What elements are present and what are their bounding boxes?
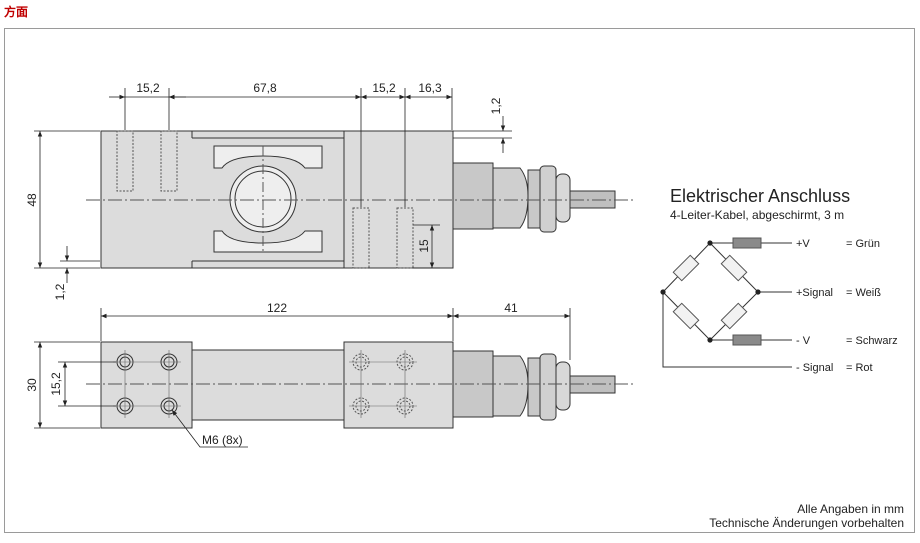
footer-units: Alle Angaben in mm xyxy=(797,502,904,516)
footer-disclaimer: Technische Änderungen vorbehalten xyxy=(709,516,904,530)
resistor-plus-v xyxy=(732,237,762,249)
dim-67-8: 67,8 xyxy=(253,81,277,95)
side-view xyxy=(86,130,636,269)
dim-15-side: 15 xyxy=(417,239,431,253)
gland-nut xyxy=(539,165,557,233)
dim-16-3: 16,3 xyxy=(418,81,442,95)
wire-color-4: = Rot xyxy=(846,362,873,374)
wire-signal-2: +Signal xyxy=(796,287,833,299)
wire-color-3: = Schwarz xyxy=(846,335,898,347)
wire-signal-4: - Signal xyxy=(796,362,833,374)
bridge-nodes xyxy=(660,240,761,343)
wire-color-2: = Weiß xyxy=(846,287,881,299)
wire-signal-1: +V xyxy=(796,238,810,250)
connection-subtitle: 4-Leiter-Kabel, abgeschirmt, 3 m xyxy=(670,208,844,222)
plan-view xyxy=(86,341,636,429)
dim-1-2-bottom: 1,2 xyxy=(53,283,67,300)
drawing-frame xyxy=(4,28,915,533)
page-title: 方面 xyxy=(4,5,29,19)
bridge-schematic xyxy=(662,237,792,368)
wire-signal-3: - V xyxy=(796,335,811,347)
dim-122: 122 xyxy=(267,301,287,315)
thread-label: M6 (8x) xyxy=(202,433,243,447)
wire-color-1: = Grün xyxy=(846,238,880,250)
dim-41: 41 xyxy=(504,301,518,315)
dim-48: 48 xyxy=(25,193,39,207)
dim-30: 30 xyxy=(25,378,39,392)
dim-1-2-top: 1,2 xyxy=(489,97,503,114)
side-dimensions xyxy=(34,88,512,283)
connection-title: Elektrischer Anschluss xyxy=(670,186,850,206)
dim-15-2-top-right: 15,2 xyxy=(372,81,396,95)
resistor-minus-v xyxy=(732,334,762,346)
plan-body xyxy=(100,341,454,429)
plan-dimensions xyxy=(34,308,571,448)
dim-15-2-plan: 15,2 xyxy=(49,372,63,396)
dim-15-2-top-left: 15,2 xyxy=(136,81,160,95)
gland-body xyxy=(452,162,494,230)
